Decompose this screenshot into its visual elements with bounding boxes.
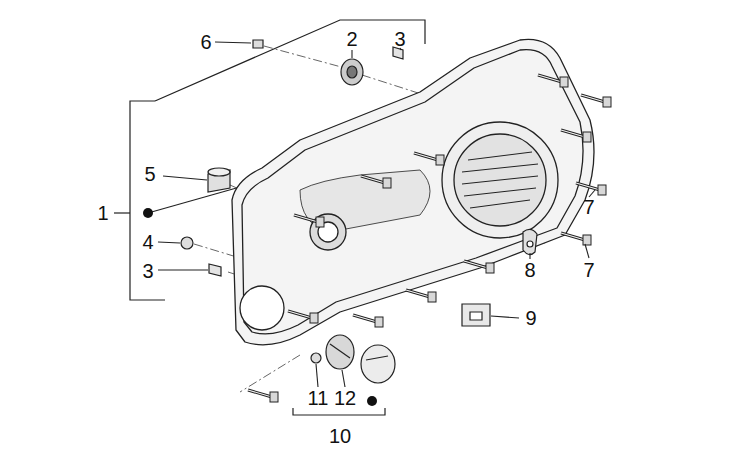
leader-lines [158, 42, 595, 387]
rubber-block [462, 304, 490, 326]
bearing [341, 59, 363, 85]
washer [311, 353, 321, 363]
rubber-block [470, 312, 482, 320]
callout-number: 8 [524, 260, 535, 280]
callout-number: 7 [583, 197, 594, 217]
callout-number: 9 [525, 308, 536, 328]
bolt [538, 75, 568, 87]
callout-number: 11 [308, 388, 329, 408]
dot-marker [367, 396, 377, 406]
callout-number: 4 [142, 232, 153, 252]
nut [253, 40, 263, 48]
callout-number: 2 [346, 29, 357, 49]
clamp-plate [523, 229, 537, 254]
bushing [208, 168, 230, 176]
bolt [288, 311, 318, 323]
callout-number: 12 [334, 388, 356, 408]
bolt [464, 261, 494, 273]
callout-number: 1 [97, 203, 108, 223]
bracket [155, 20, 425, 101]
bearing [347, 66, 357, 78]
bolt [248, 390, 278, 402]
transmission-cover [232, 39, 594, 344]
bolt [294, 215, 324, 227]
dot-marker [143, 208, 153, 218]
bolt [361, 176, 391, 188]
small-parts [181, 40, 537, 383]
bolt [576, 183, 606, 195]
bolt [414, 153, 444, 165]
bolt [406, 290, 436, 302]
leader-line [148, 187, 240, 213]
bolts [248, 75, 611, 402]
clamp-plate [527, 241, 533, 247]
bracket [293, 408, 385, 415]
cap [361, 345, 395, 383]
bolt [561, 233, 591, 245]
bolt [353, 315, 383, 327]
cap [330, 344, 350, 358]
cap [366, 356, 388, 360]
callout-number: 6 [200, 32, 211, 52]
callout-number: 5 [144, 164, 155, 184]
callout-number: 7 [583, 260, 594, 280]
bolt [581, 95, 611, 107]
cap [326, 335, 354, 369]
plug [181, 237, 193, 249]
callout-number: 3 [142, 261, 153, 281]
callout-number: 10 [329, 426, 351, 446]
bolt [561, 130, 591, 142]
leader-line [114, 212, 130, 213]
callout-number: 3 [394, 29, 405, 49]
dowel-pin [209, 264, 221, 276]
